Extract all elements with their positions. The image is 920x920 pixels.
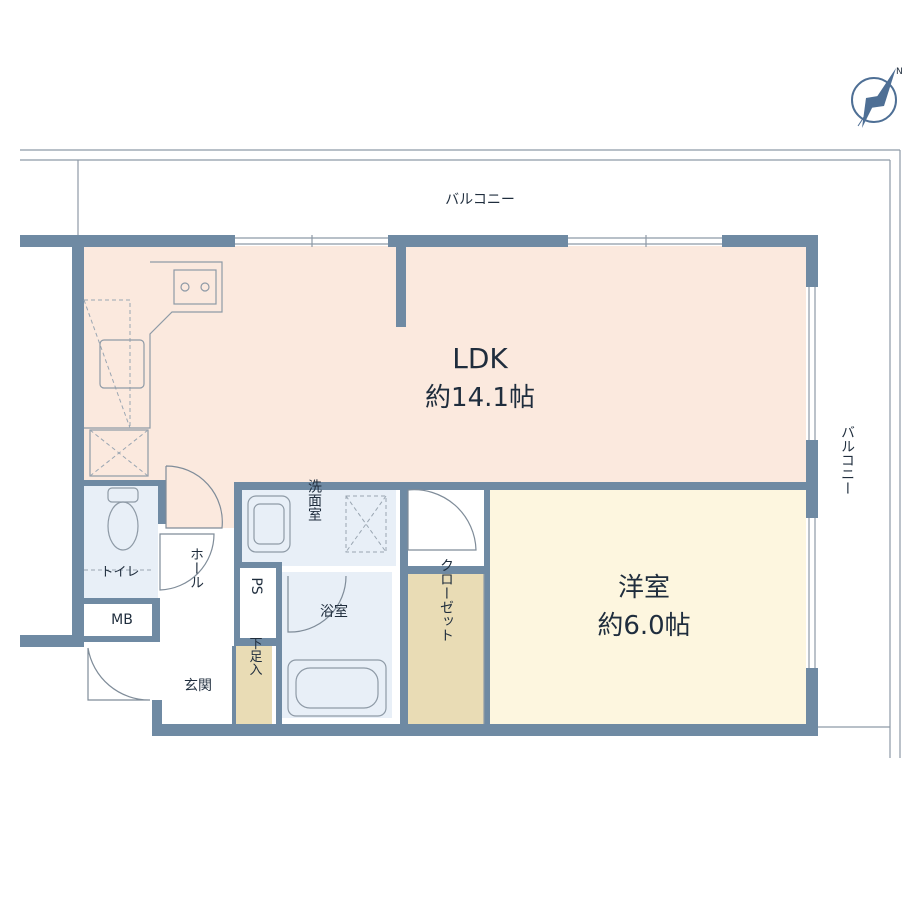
- closet-floor: [408, 574, 484, 724]
- bathtub: [287, 659, 387, 717]
- doors: [87, 465, 477, 701]
- balcony-top-label: バルコニー: [445, 192, 515, 208]
- shoe-box-label: 下足入: [247, 637, 263, 676]
- balcony-outline: [20, 149, 901, 758]
- washroom-label: 洗面室: [306, 479, 322, 521]
- closet-label: クローゼット: [438, 558, 454, 642]
- western-room-size: 約6.0帖: [597, 611, 690, 641]
- washing-machine-space: [345, 495, 387, 553]
- room-fills: [84, 246, 806, 724]
- balcony-right-label: バルコニー: [839, 425, 855, 495]
- walls: [20, 235, 818, 736]
- mb-label: MB: [111, 612, 133, 628]
- washroom-floor: [242, 490, 396, 566]
- shoe-box-floor: [236, 646, 272, 724]
- ldk-size: 約14.1帖: [425, 383, 535, 413]
- fridge-space: [89, 429, 149, 477]
- toilet-label: トイレ: [100, 565, 139, 580]
- ldk-name: LDK: [452, 342, 508, 375]
- ldk-floor: [84, 246, 806, 482]
- stove: [173, 269, 217, 305]
- western-room-name: 洋室: [618, 573, 670, 603]
- hall-ldk-entry: [166, 476, 236, 528]
- toilet-fixture: [84, 487, 152, 571]
- ps-label: PS: [248, 577, 264, 594]
- windows: [235, 235, 816, 668]
- kitchen: [83, 261, 223, 477]
- bathroom-label: 浴室: [320, 603, 348, 620]
- hall-label: ホール: [188, 547, 204, 589]
- north-compass-icon: N: [851, 67, 903, 128]
- sink: [99, 339, 145, 389]
- toilet-floor: [84, 486, 158, 598]
- bathroom-floor: [282, 572, 392, 718]
- vanity: [247, 495, 291, 553]
- svg-text:N: N: [896, 67, 903, 77]
- western-room-floor: [490, 490, 806, 724]
- washroom-fixtures: [247, 495, 387, 553]
- entrance-label: 玄関: [184, 677, 212, 694]
